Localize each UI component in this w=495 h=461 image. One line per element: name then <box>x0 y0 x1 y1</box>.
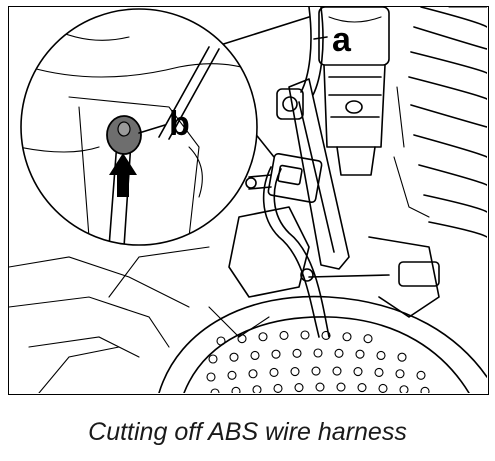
disc-hole <box>269 367 279 378</box>
disc-hole <box>420 386 430 393</box>
up-arrow-icon <box>109 153 137 197</box>
disc-hole <box>292 348 302 358</box>
disc-hole <box>334 348 344 358</box>
disc-hole <box>336 382 346 392</box>
disc-holes <box>206 330 430 393</box>
disc-hole <box>355 349 365 359</box>
callout-a: a <box>332 21 352 59</box>
callout-b: b <box>169 105 190 143</box>
disc-hole <box>397 352 407 362</box>
disc-hole <box>376 350 386 361</box>
strut <box>318 7 390 176</box>
disc-hole <box>374 367 384 378</box>
disc-hole <box>231 386 241 393</box>
coil-spring <box>408 7 487 238</box>
disc-hole <box>399 385 409 393</box>
disc-hole <box>342 332 352 342</box>
suspension-illustration: a b <box>9 7 487 393</box>
disc-hole <box>210 388 220 393</box>
disc-hole <box>229 352 239 362</box>
callout-a-leader <box>313 36 328 40</box>
disc-hole <box>313 348 323 358</box>
disc-hole <box>311 366 321 376</box>
disc-hole <box>395 369 405 379</box>
disc-hole <box>378 383 388 393</box>
callout-b-leader <box>138 124 166 134</box>
abs-wire-harness <box>262 7 330 338</box>
figure-caption: Cutting off ABS wire harness <box>88 418 407 446</box>
disc-hole <box>216 336 226 346</box>
disc-hole <box>206 372 216 382</box>
disc-hole <box>252 385 262 393</box>
disc-hole <box>227 370 237 380</box>
disc-hole <box>271 349 281 359</box>
disc-hole <box>363 334 373 344</box>
disc-hole <box>353 366 363 377</box>
connector-b <box>106 115 142 155</box>
disc-hole <box>294 382 304 393</box>
disc-hole <box>273 383 283 393</box>
disc-hole <box>250 350 260 361</box>
disc-hole <box>248 369 258 379</box>
knuckle <box>228 206 440 318</box>
detail-circle <box>20 8 258 246</box>
disc-hole <box>279 330 289 341</box>
disc-hole <box>290 366 300 377</box>
disc-hole <box>258 332 268 342</box>
disc-hole <box>321 330 331 341</box>
brake-disc <box>158 295 487 393</box>
chassis-lines <box>9 7 487 393</box>
abs-connector <box>245 152 323 204</box>
disc-hole <box>315 382 325 392</box>
zoom-leader-upper <box>213 16 310 48</box>
disc-hole <box>208 354 218 364</box>
control-arm <box>276 78 350 270</box>
disc-hole <box>357 382 367 393</box>
disc-hole <box>416 370 426 380</box>
disc-hole <box>332 366 342 376</box>
diagram-frame: a b <box>8 6 489 395</box>
disc-hole <box>237 334 247 344</box>
disc-hole <box>300 330 310 340</box>
